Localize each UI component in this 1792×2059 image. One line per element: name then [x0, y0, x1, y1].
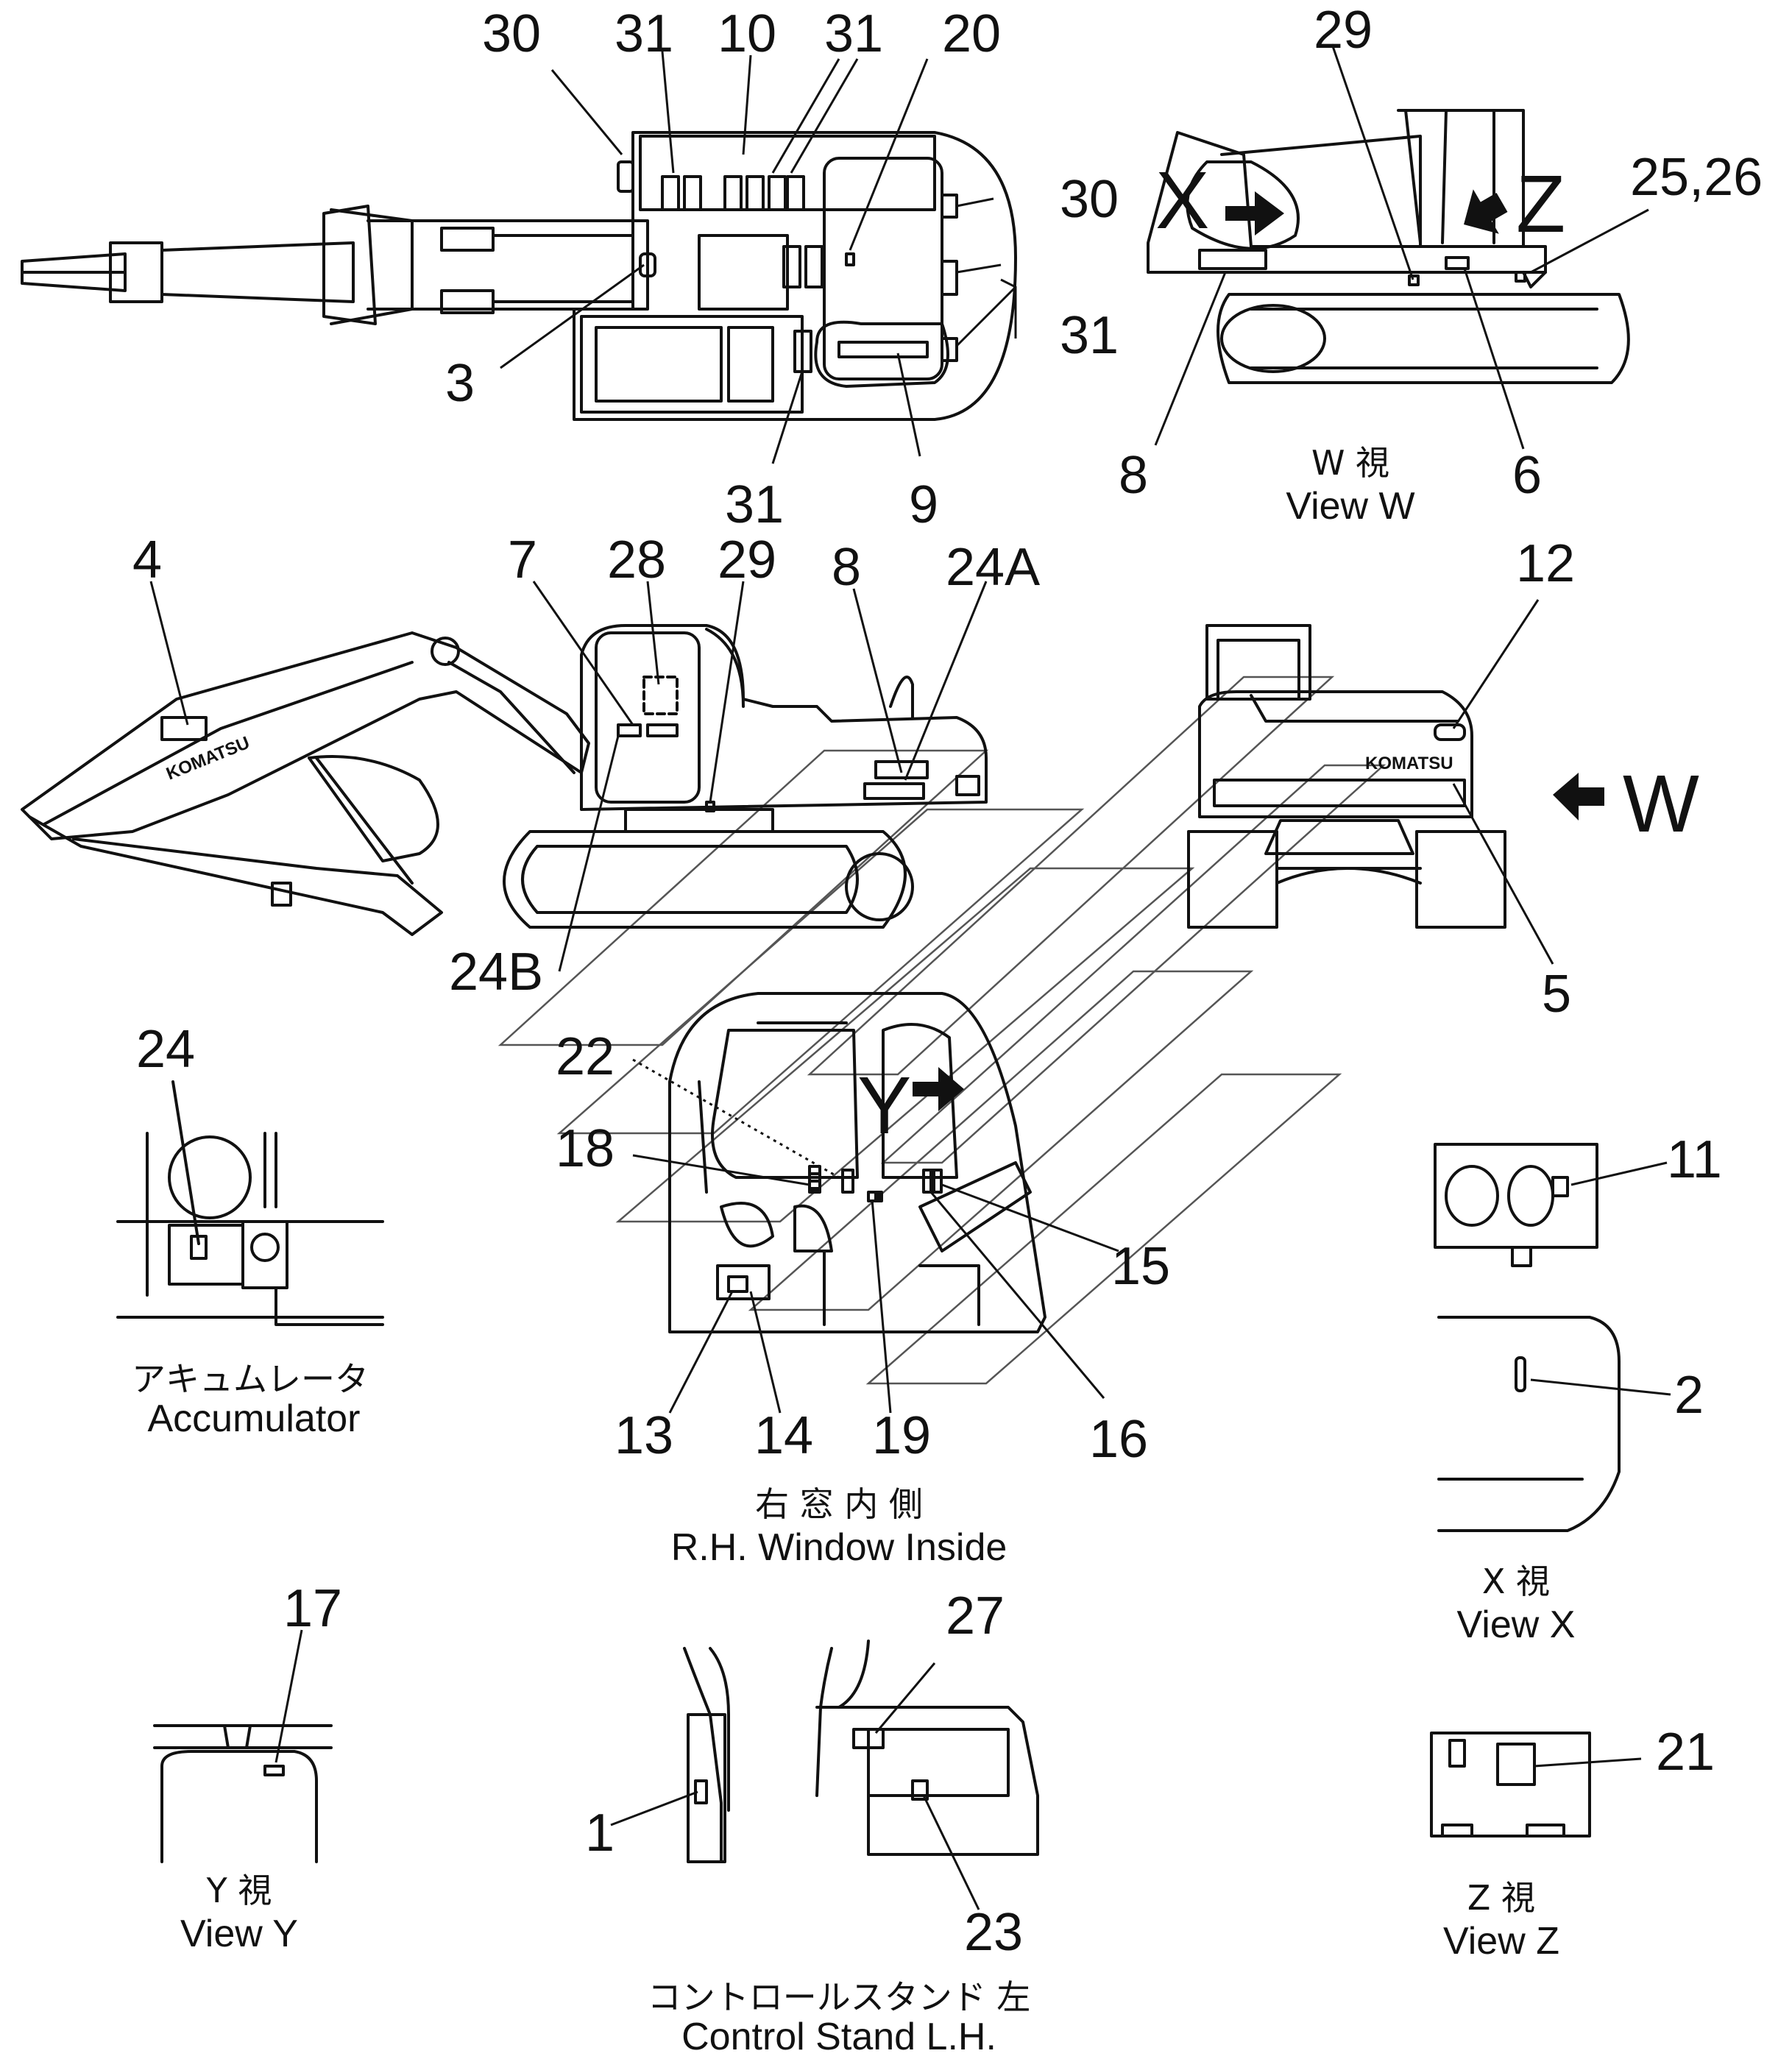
- callout-8-view-w: 8: [1119, 446, 1148, 505]
- view-y-detail: [153, 1629, 333, 1863]
- view-z-detail: [1430, 1732, 1642, 1837]
- caption-view-y-en: View Y: [180, 1913, 298, 1955]
- top-view-machine: [21, 51, 1017, 464]
- callout-31-top-a: 31: [615, 4, 673, 63]
- callout-30-right: 30: [1060, 170, 1119, 229]
- callout-31-top-b: 31: [824, 4, 883, 63]
- side-view-machine: [21, 581, 988, 972]
- callout-29-side: 29: [718, 531, 776, 589]
- callout-labels: 30 31 10 31 20 30 31 3 31 9 29 25,26 8 6…: [132, 1, 1763, 1962]
- view-marker-x: X: [1155, 155, 1209, 246]
- callout-19: 19: [872, 1406, 931, 1465]
- callout-29-top: 29: [1314, 1, 1373, 60]
- callout-18: 18: [556, 1119, 615, 1178]
- caption-view-z-en: View Z: [1443, 1920, 1559, 1963]
- callout-4: 4: [132, 531, 162, 589]
- callout-2: 2: [1674, 1366, 1704, 1425]
- callout-12: 12: [1516, 534, 1575, 593]
- callout-25-26: 25,26: [1630, 148, 1763, 207]
- caption-view-w-jp: W 視: [1311, 443, 1389, 483]
- view-marker-z: Z: [1516, 159, 1565, 249]
- view-marker-y: Y: [857, 1060, 911, 1151]
- caption-control-stand-jp: コントロールスタンド 左: [648, 1977, 1031, 2017]
- callout-7: 7: [508, 531, 537, 589]
- caption-control-stand-en: Control Stand L.H.: [681, 2016, 996, 2058]
- caption-view-x-jp: X 視: [1482, 1562, 1550, 1601]
- callout-31-right: 31: [1060, 306, 1119, 365]
- callout-9: 9: [909, 475, 938, 534]
- caption-rh-window-en: R.H. Window Inside: [671, 1526, 1007, 1569]
- caption-view-y-jp: Y 視: [206, 1871, 272, 1910]
- callout-31-bottom: 31: [725, 475, 784, 534]
- caption-accumulator-en: Accumulator: [148, 1397, 361, 1440]
- caption-rh-window-jp: 右 窓 内 側: [755, 1484, 923, 1524]
- callout-28: 28: [607, 531, 666, 589]
- callout-13: 13: [615, 1406, 673, 1465]
- callout-10: 10: [718, 4, 776, 63]
- callout-5: 5: [1542, 965, 1571, 1024]
- callout-3: 3: [445, 354, 475, 413]
- rh-window-inside: [632, 992, 1119, 1414]
- rear-view-machine: [1187, 599, 1604, 965]
- callout-21: 21: [1656, 1723, 1715, 1782]
- callout-20: 20: [942, 4, 1001, 63]
- callout-8-side: 8: [832, 538, 861, 597]
- callout-6: 6: [1512, 446, 1542, 505]
- callout-24a: 24A: [946, 538, 1040, 597]
- callout-16: 16: [1089, 1410, 1148, 1469]
- caption-view-x-en: View X: [1457, 1603, 1576, 1646]
- callout-15: 15: [1111, 1237, 1170, 1296]
- accumulator-detail: [116, 1080, 384, 1326]
- view-x-detail: [1434, 1143, 1671, 1532]
- callout-1: 1: [585, 1804, 615, 1863]
- caption-view-w-en: View W: [1286, 485, 1414, 528]
- view-markers: X Z W Y: [857, 155, 1699, 1151]
- callout-22: 22: [556, 1027, 615, 1086]
- callout-14: 14: [754, 1406, 813, 1465]
- callout-30-top: 30: [482, 4, 541, 63]
- callout-24: 24: [136, 1020, 195, 1079]
- callout-11: 11: [1667, 1130, 1722, 1189]
- watermark-logo: [497, 676, 1387, 1385]
- callout-17: 17: [283, 1579, 342, 1638]
- callout-24b: 24B: [449, 943, 543, 1002]
- caption-view-z-jp: Z 視: [1467, 1878, 1535, 1918]
- view-marker-w: W: [1623, 759, 1699, 849]
- komatsu-rear-text: KOMATSU: [1365, 754, 1453, 773]
- control-stand-detail: [610, 1640, 1039, 1910]
- caption-accumulator-jp: アキュムレータ: [132, 1359, 369, 1399]
- view-w-machine: [1147, 43, 1649, 450]
- callout-23: 23: [964, 1903, 1023, 1962]
- callout-27: 27: [946, 1587, 1005, 1645]
- view-captions: W 視 View W 右 窓 内 側 R.H. Window Inside アキ…: [132, 443, 1575, 2058]
